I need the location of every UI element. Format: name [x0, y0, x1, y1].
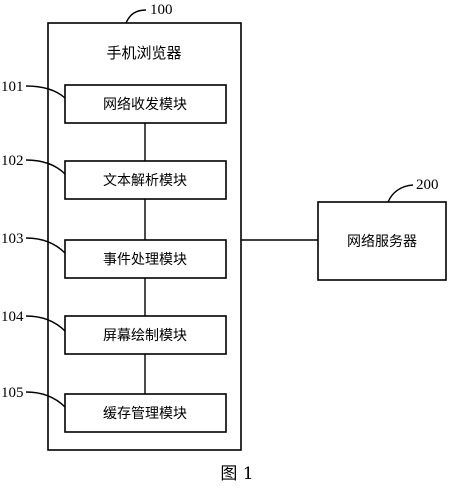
module-label-event-handle: 事件处理模块 — [103, 252, 187, 268]
ref-102-leader — [25, 159, 66, 175]
module-box-text-parse — [64, 160, 227, 200]
module-box-network-io — [64, 84, 227, 124]
network-server-label: 网络服务器 — [347, 234, 417, 250]
ref-105-leader — [25, 391, 66, 408]
module-box-screen-draw — [64, 315, 227, 355]
ref-101-leader — [25, 85, 66, 99]
module-box-event-handle — [64, 239, 227, 279]
ref-104-leader — [25, 315, 66, 332]
ref-100-leader — [125, 9, 147, 24]
ref-200-leader — [387, 184, 414, 203]
ref-104-label: 104 — [1, 309, 24, 325]
module-box-cache-manage — [64, 393, 227, 433]
module-label-network-io: 网络收发模块 — [103, 97, 187, 113]
ref-105-label: 105 — [1, 385, 24, 401]
ref-103-leader — [25, 237, 66, 254]
module-label-text-parse: 文本解析模块 — [103, 173, 187, 189]
network-server-box — [317, 201, 447, 281]
ref-101-label: 101 — [1, 79, 24, 95]
ref-102-label: 102 — [1, 153, 24, 169]
ref-103-label: 103 — [1, 231, 24, 247]
ref-100-label: 100 — [150, 2, 173, 18]
mobile-browser-title: 手机浏览器 — [106, 44, 181, 62]
ref-200-label: 200 — [416, 177, 439, 193]
module-label-screen-draw: 屏幕绘制模块 — [103, 328, 187, 344]
module-label-cache-manage: 缓存管理模块 — [103, 406, 187, 422]
figure-caption: 图 1 — [220, 464, 253, 484]
